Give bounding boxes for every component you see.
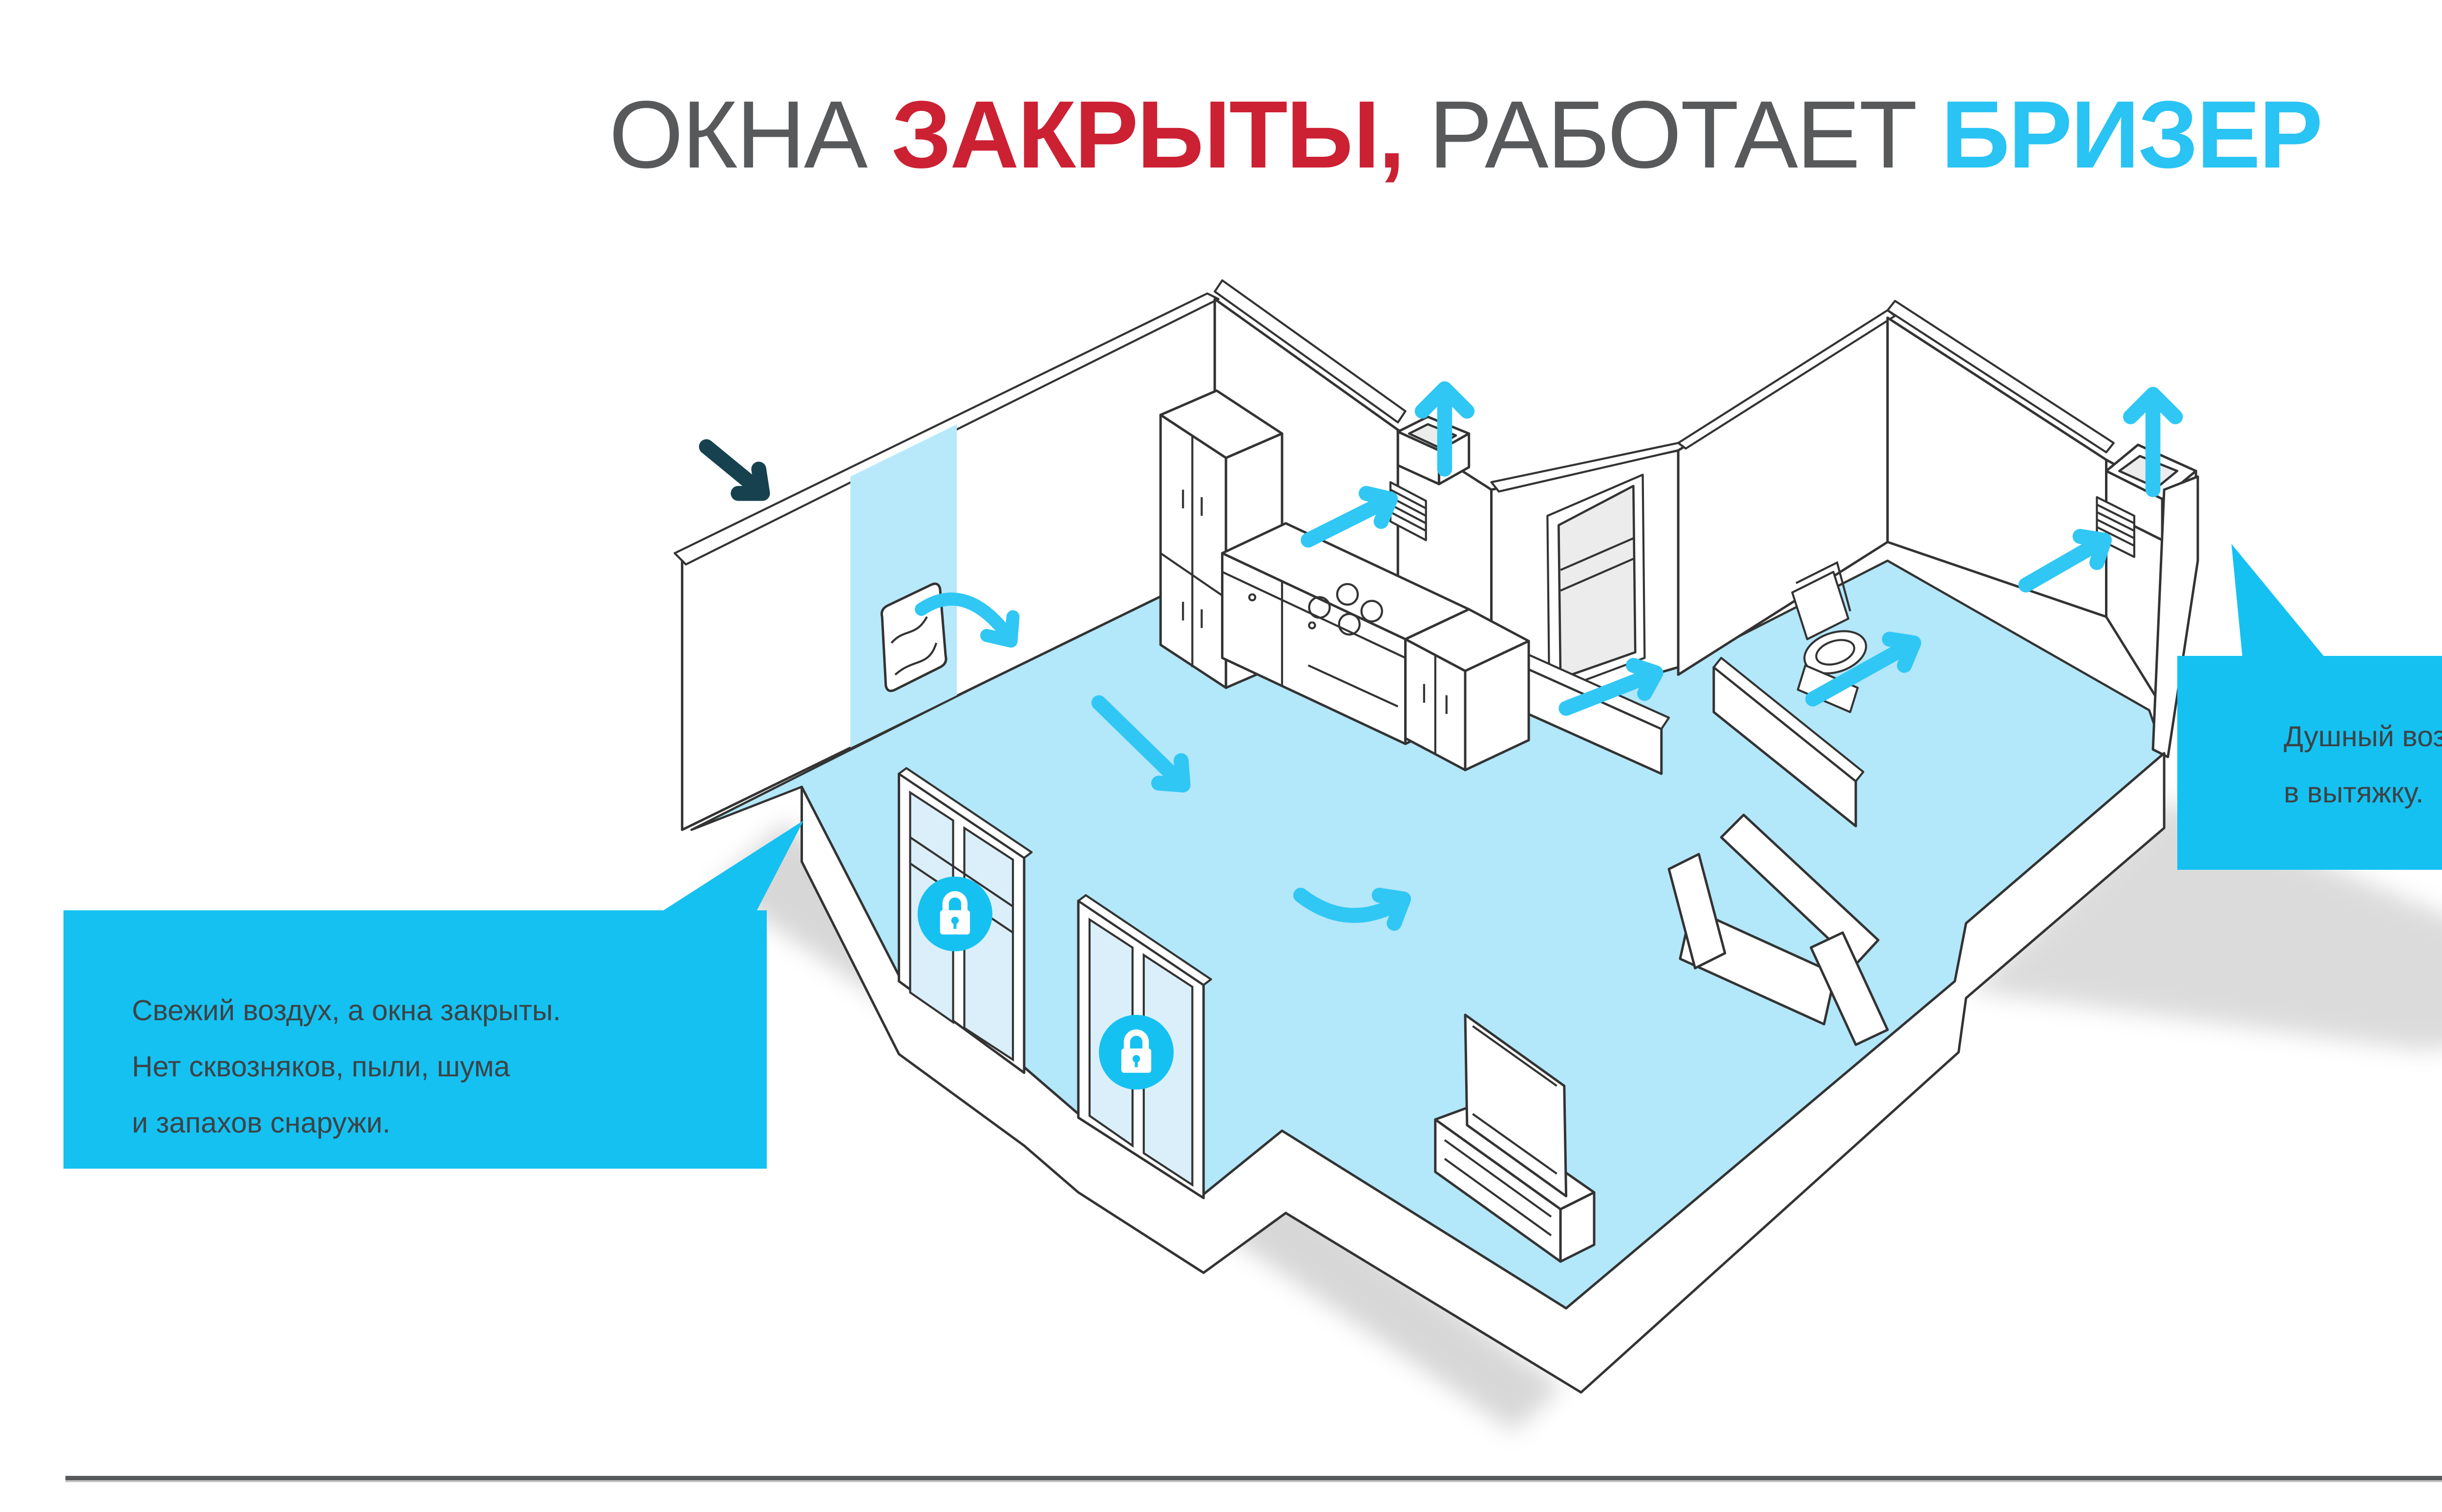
kitchen-end-cabinet <box>1404 608 1530 772</box>
floor-arrow-curved <box>1293 887 1411 931</box>
title-brizer: БРИЗЕР <box>1941 81 2323 188</box>
title-okna: ОКНА <box>609 81 892 188</box>
floor-arrow-windows <box>1091 695 1191 793</box>
kitchen-vent-up-arrow <box>1414 381 1475 477</box>
right-callout-tail <box>2231 544 2327 660</box>
door <box>1546 473 1646 694</box>
shadow-right <box>1970 799 2442 1050</box>
callout-exhaust: Душный воздух вытесняется в вытяжку. <box>2177 656 2442 870</box>
title-zakryty: ЗАКРЫТЫ, <box>891 81 1405 188</box>
toilet <box>1791 561 1867 714</box>
callout-right-line2: в вытяжку. <box>2284 777 2424 809</box>
bathroom-vent-inflow-arrow <box>2018 529 2112 593</box>
bottom-divider <box>65 1476 2442 1480</box>
left-callout-tail <box>657 820 804 914</box>
bathroom-arrow <box>1805 631 1921 707</box>
callout-right-line1: Душный воздух вытесняется <box>2284 720 2442 753</box>
title-rabotaet: РАБОТАЕТ <box>1403 81 1941 188</box>
bathroom-vent-up-arrow <box>2123 387 2183 497</box>
sofa <box>1667 814 1889 1046</box>
kitchen-vent-inflow-arrow <box>1301 486 1398 548</box>
callout-left-line2: Нет сквозняков, пыли, шума <box>132 1050 510 1083</box>
bottom-divider-highlight <box>65 1480 2442 1482</box>
callout-left-line3: и запахов снаружи. <box>132 1107 391 1139</box>
bathroom-low-wall <box>1712 656 1865 827</box>
lock-icon-window-2 <box>1099 1015 1174 1090</box>
callout-left-line1: Свежий воздух, а окна закрыты. <box>132 994 561 1027</box>
hallway-arrow <box>1558 658 1663 716</box>
airflow-arrows <box>915 381 2183 931</box>
tv <box>1464 1013 1568 1197</box>
fresh-air-band <box>850 424 957 748</box>
breezer-airflow-arrow <box>915 592 1020 648</box>
fresh-air-inflow-arrow <box>699 439 770 501</box>
page-title: ОКНА ЗАКРЫТЫ, РАБОТАЕТ БРИЗЕР <box>0 82 2442 188</box>
lock-icon-window-1 <box>917 876 992 951</box>
callout-fresh-air: Свежий воздух, а окна закрыты. Нет сквоз… <box>63 910 767 1169</box>
